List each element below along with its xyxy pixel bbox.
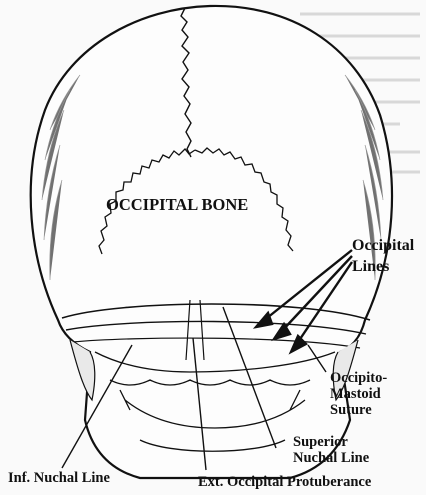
occipital-bone-label: OCCIPITAL BONE xyxy=(106,195,248,214)
ext-occipital-label: Ext. Occipital Protuberance xyxy=(198,474,372,490)
occipital-lines-label-1: Occipital xyxy=(352,237,415,254)
occipito-mastoid-label-1: Occipito- xyxy=(330,370,387,386)
superior-nuchal-label-1: Superior xyxy=(293,434,348,450)
occipital-lines-label-2: Lines xyxy=(352,258,389,275)
superior-nuchal-label-2: Nuchal Line xyxy=(293,450,370,466)
occipito-mastoid-label-3: Suture xyxy=(330,402,372,418)
occipito-mastoid-label-2: Mastoid xyxy=(330,386,381,402)
inf-nuchal-label: Inf. Nuchal Line xyxy=(8,470,110,486)
